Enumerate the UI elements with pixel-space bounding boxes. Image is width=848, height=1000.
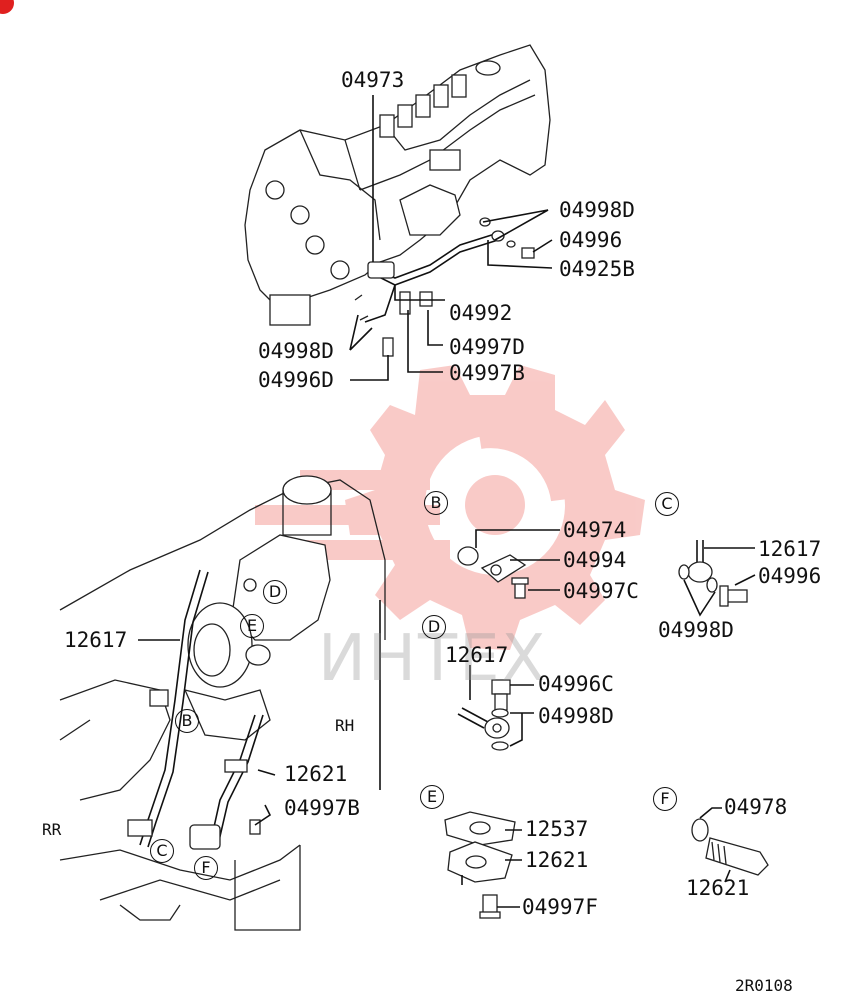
detail-e-drawing — [444, 811, 522, 919]
part-label-04996c: 04996C — [538, 672, 614, 696]
drawing-code: 2R0108 — [735, 976, 793, 995]
leader-lines-top — [349, 95, 553, 381]
watermark-gear-icon — [255, 365, 645, 650]
part-label-12617-d: 12617 — [445, 643, 509, 667]
callout-c-ref: C — [150, 839, 174, 863]
part-label-04998d-a: 04998D — [559, 198, 635, 222]
part-label-04996-c: 04996 — [758, 564, 822, 588]
part-label-04997b-main: 04997B — [284, 796, 360, 820]
part-label-04997b-a: 04997B — [449, 361, 525, 385]
part-label-12537: 12537 — [525, 817, 589, 841]
callout-b-detail: B — [424, 491, 448, 515]
callout-d-detail: D — [422, 615, 446, 639]
detail-c-drawing — [678, 540, 756, 617]
detail-f-drawing — [691, 807, 769, 883]
callout-f-ref: F — [194, 856, 218, 880]
callout-b-ref: B — [175, 709, 199, 733]
leader-lines-bottom-left — [138, 600, 381, 826]
part-label-04998d-b: 04998D — [258, 339, 334, 363]
part-label-12621-main: 12621 — [284, 762, 348, 786]
part-label-04996-a: 04996 — [559, 228, 623, 252]
part-label-04925b: 04925B — [559, 257, 635, 281]
part-label-04997d: 04997D — [449, 335, 525, 359]
callout-f-detail: F — [653, 787, 677, 811]
part-label-04998d-d: 04998D — [538, 704, 614, 728]
part-label-12621-e: 12621 — [525, 848, 589, 872]
orientation-rh: RH — [335, 716, 355, 735]
part-label-04996d: 04996D — [258, 368, 334, 392]
orientation-rr: RR — [42, 820, 62, 839]
callout-e-ref: E — [240, 614, 264, 638]
part-label-04997c: 04997C — [563, 579, 639, 603]
part-label-12621-f: 12621 — [686, 876, 750, 900]
detail-d-drawing — [457, 665, 534, 751]
callout-e-detail: E — [420, 785, 444, 809]
callout-d-ref: D — [263, 580, 287, 604]
turbo-engine-drawing — [59, 475, 386, 931]
part-label-04973: 04973 — [341, 68, 405, 92]
part-label-04978: 04978 — [724, 795, 788, 819]
part-label-12617-c: 12617 — [758, 537, 822, 561]
part-label-04998d-c: 04998D — [658, 618, 734, 642]
part-label-04974: 04974 — [563, 518, 627, 542]
brand-badge — [0, 0, 14, 14]
callout-c-detail: C — [655, 492, 679, 516]
injection-pump-drawing — [244, 44, 551, 357]
part-label-04992: 04992 — [449, 301, 513, 325]
part-label-12617-main: 12617 — [64, 628, 128, 652]
part-label-04994: 04994 — [563, 548, 627, 572]
detail-b-drawing — [457, 529, 560, 599]
part-label-04997f: 04997F — [522, 895, 598, 919]
